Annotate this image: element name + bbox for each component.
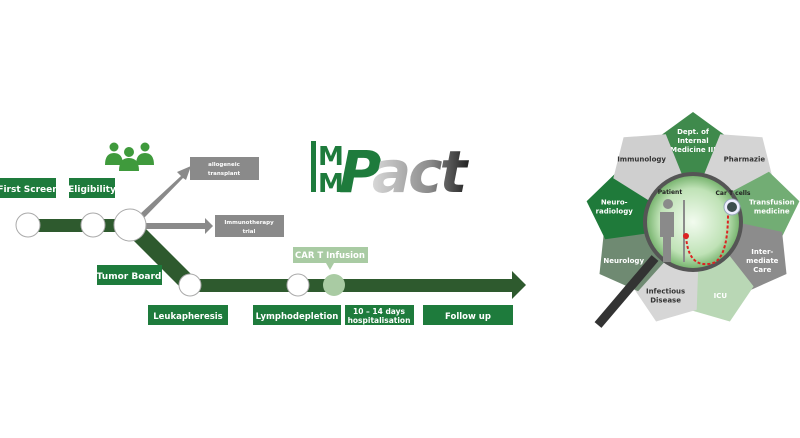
department-label: Transfusion (749, 199, 795, 207)
department-label: Infectious (646, 288, 685, 296)
milestone-first-screen (15, 212, 41, 238)
branch-arrow-allogeneic (140, 166, 191, 218)
team-icon (105, 142, 154, 171)
department-label: Dept. of (677, 128, 710, 136)
label-car-t-infusion: CAR T Infusion (295, 251, 365, 261)
label-days: 10 – 14 days (353, 307, 406, 316)
milestone-leukapheresis (178, 273, 202, 297)
label-leukapheresis: Leukapheresis (153, 312, 223, 322)
main-arrow (190, 271, 526, 299)
label-lymphodepletion: Lymphodepletion (256, 312, 339, 322)
department-label: ICU (714, 292, 728, 300)
patient-label: Patient (658, 189, 683, 196)
department-label: Neurology (603, 257, 644, 265)
infusion-path (685, 213, 729, 266)
milestone-car-t (323, 274, 345, 296)
timeline-labels: First Screen Eligibility Tumor Board all… (0, 157, 513, 325)
department-label: mediate (746, 257, 779, 265)
label-follow-up: Follow up (445, 312, 491, 322)
department-label: Pharmazie (724, 156, 766, 164)
department-label: Disease (650, 297, 681, 305)
label-allogeneic-1: allogeneic (208, 162, 240, 168)
svg-text:act: act (372, 138, 470, 206)
department-label: Internal (677, 137, 708, 145)
label-eligibility: Eligibility (68, 185, 116, 195)
magnifier-handle (594, 255, 659, 328)
immpact-logo: M M P act (311, 138, 473, 206)
svg-text:M: M (318, 169, 344, 199)
label-hospitalisation: hospitalisation (348, 316, 411, 325)
department-label: Inter- (751, 248, 773, 256)
department-label: radiology (596, 208, 634, 216)
label-immunotherapy-2: trial (243, 229, 256, 235)
label-first-screen: First Screen (0, 185, 59, 195)
department-tile (731, 171, 800, 240)
label-tumor-board: Tumor Board (97, 272, 162, 282)
department-label: Medicine III (670, 146, 716, 154)
department-label: medicine (754, 208, 790, 216)
milestone-eligibility (80, 212, 106, 238)
department-label: Immunology (617, 156, 666, 164)
label-allogeneic-2: transplant (208, 171, 241, 177)
department-label: Neuro- (601, 199, 628, 207)
milestone-tumor-board (113, 208, 147, 242)
svg-text:P: P (339, 138, 381, 206)
label-immunotherapy-1: Immunotherapy (224, 220, 274, 226)
timeline (15, 166, 526, 299)
track-diagonal (124, 219, 196, 291)
milestone-lymphodepletion (286, 273, 310, 297)
infusion-point-icon (683, 233, 689, 239)
svg-text:M: M (318, 142, 344, 172)
patient-icon (660, 199, 685, 262)
car-t-cells-label: Car T cells (716, 190, 751, 197)
department-label: Care (753, 266, 771, 274)
branch-arrow-immunotherapy (146, 218, 213, 234)
